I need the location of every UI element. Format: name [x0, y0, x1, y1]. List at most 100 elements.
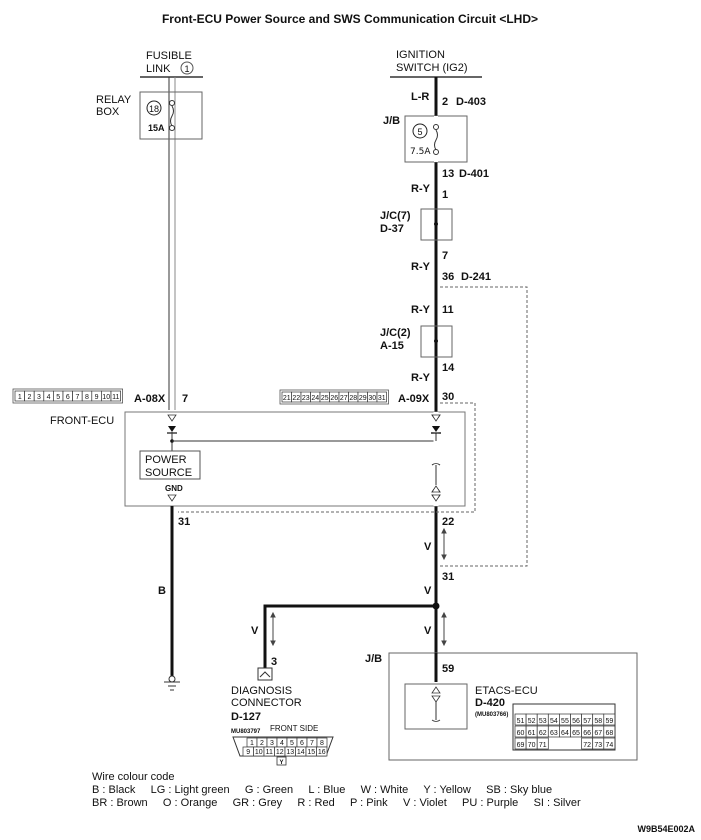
connector-pin-number: 13 — [286, 749, 294, 756]
connector-pin-number: 6 — [66, 394, 70, 401]
connector-pin-number: 10 — [255, 749, 263, 756]
connector-pin-number: 72 — [583, 742, 591, 749]
pin-number: 36 — [442, 271, 454, 283]
jc2-id: A-15 — [380, 340, 404, 352]
connector-pin-number: 1 — [18, 394, 22, 401]
connector-pin-number: 59 — [605, 718, 613, 725]
diagnosis-part-number: MU803797 — [231, 729, 261, 735]
fusible-link-label-2: LINK — [146, 63, 171, 75]
diagram-title: Front-ECU Power Source and SWS Communica… — [162, 12, 538, 26]
fuse-icon — [434, 129, 438, 151]
joint-connector-2: J/C(2) A-15 — [380, 325, 453, 358]
connector-pin-number: 6 — [300, 740, 304, 747]
wire-color-label: V — [424, 585, 432, 597]
connector-pin-number: 4 — [47, 394, 51, 401]
connector-pin-number: 55 — [561, 718, 569, 725]
pin-number: 30 — [442, 391, 454, 403]
connector-pin-number: 21 — [283, 395, 291, 402]
connector-pin-number: 30 — [368, 395, 376, 402]
connector-pin-number: 14 — [297, 749, 305, 756]
connector-pin-number: 3 — [37, 394, 41, 401]
pin-number: 31 — [442, 571, 454, 583]
connector-pin-number: 16 — [318, 749, 326, 756]
pin-number: 7 — [182, 393, 188, 405]
wire-color-label: V — [251, 625, 259, 637]
connector-pin-number: 26 — [330, 395, 338, 402]
connector-pin-number: 31 — [378, 395, 386, 402]
connector-pin-number: 69 — [517, 742, 525, 749]
figure-code: W9B54E002A — [637, 824, 695, 834]
pin-number: 1 — [442, 189, 448, 201]
diagnosis-connector-label: DIAGNOSIS — [231, 685, 292, 697]
connector-pin-number: 8 — [320, 740, 324, 747]
pin-number: 2 — [442, 96, 448, 108]
fuse-number-circle — [146, 100, 162, 116]
bidirectional-arrow-icon — [270, 611, 276, 647]
diagnosis-connector-label-2: CONNECTOR — [231, 697, 302, 709]
legend-heading: Wire colour code — [92, 771, 175, 783]
pin-number: 59 — [442, 663, 454, 675]
connector-id: A-09X — [398, 393, 430, 405]
bidirectional-arrow-icon — [441, 527, 447, 561]
wire-color-label: R-Y — [411, 183, 431, 195]
connector-pin-number: 71 — [539, 742, 547, 749]
connector-pin-number: 24 — [311, 395, 319, 402]
fusible-link-source: FUSIBLE LINK 1 — [140, 50, 203, 78]
ignition-switch-source: IGNITION SWITCH (IG2) — [390, 49, 482, 78]
connector-pin-number: 11 — [112, 394, 119, 401]
connector-pin-number: 28 — [349, 395, 357, 402]
jb-fuse-number-circle — [412, 123, 428, 139]
connector-pin-number: 23 — [302, 395, 310, 402]
diagnosis-connector: DIAGNOSIS CONNECTOR D-127 MU803797 FRONT… — [231, 667, 334, 766]
etacs-ecu-label: ETACS-ECU — [475, 685, 538, 697]
connector-pin-cell — [603, 737, 616, 750]
pin-number: 7 — [442, 250, 448, 262]
jb-label: J/B — [383, 115, 400, 127]
power-source-block — [139, 450, 201, 480]
connector-pin-number: 65 — [572, 730, 580, 737]
connector-pin-number: 22 — [292, 395, 300, 402]
fusible-link-label: FUSIBLE — [146, 50, 192, 62]
fuse-icon — [170, 105, 174, 127]
connector-pin-cell — [316, 746, 328, 757]
relay-fuse-rating: 15A — [148, 123, 165, 133]
connector-pin-number: 60 — [517, 730, 525, 737]
connector-pin-number: 7 — [75, 394, 79, 401]
fuse-icon-bottom — [169, 125, 175, 131]
connector-pin-number: 57 — [583, 718, 591, 725]
wire-color-label: R-Y — [411, 304, 431, 316]
pin-number: 3 — [271, 656, 277, 668]
connector-pin-number: 25 — [321, 395, 329, 402]
jb-fuse-rating: 7.5A — [410, 147, 431, 157]
fuse-icon-bottom — [433, 149, 439, 155]
pin-number: 22 — [442, 516, 454, 528]
connector-pin-number: 73 — [594, 742, 602, 749]
connector-pin-number: 61 — [528, 730, 536, 737]
connector-pin-number: 67 — [594, 730, 602, 737]
legend-line-2: BR : Brown O : Orange GR : Grey R : Red … — [92, 797, 581, 809]
relay-box: RELAY BOX 18 15A — [96, 91, 203, 140]
connector-pin-number: 11 — [266, 749, 273, 756]
connector-pin-number: 1 — [250, 740, 254, 747]
connector-id: D-403 — [456, 96, 486, 108]
diagnosis-front-side-label: FRONT SIDE — [270, 724, 318, 733]
front-ecu: FRONT-ECU POWER SOURCE GND — [50, 402, 476, 513]
connector-pin-number: 74 — [605, 742, 613, 749]
power-source-label-2: SOURCE — [145, 467, 192, 479]
connector-pin-cell — [603, 725, 616, 738]
wire-color-label: L-R — [411, 91, 429, 103]
ignition-switch-label-2: SWITCH (IG2) — [396, 62, 468, 74]
connector-pin-cell — [376, 391, 387, 403]
fusible-link-number: 1 — [184, 64, 189, 74]
connector-pin-number: 2 — [260, 740, 264, 747]
connector-pin-number: 9 — [246, 749, 250, 756]
fusible-link-number-circle — [180, 61, 194, 75]
wire-colour-legend: Wire colour code B : Black LG : Light gr… — [92, 771, 581, 809]
connector-id: A-08X — [134, 393, 166, 405]
connector-pin-number: 64 — [561, 730, 569, 737]
fuse-icon-top — [433, 124, 439, 130]
wire-color-label: V — [424, 625, 432, 637]
front-ecu-label: FRONT-ECU — [50, 415, 114, 427]
